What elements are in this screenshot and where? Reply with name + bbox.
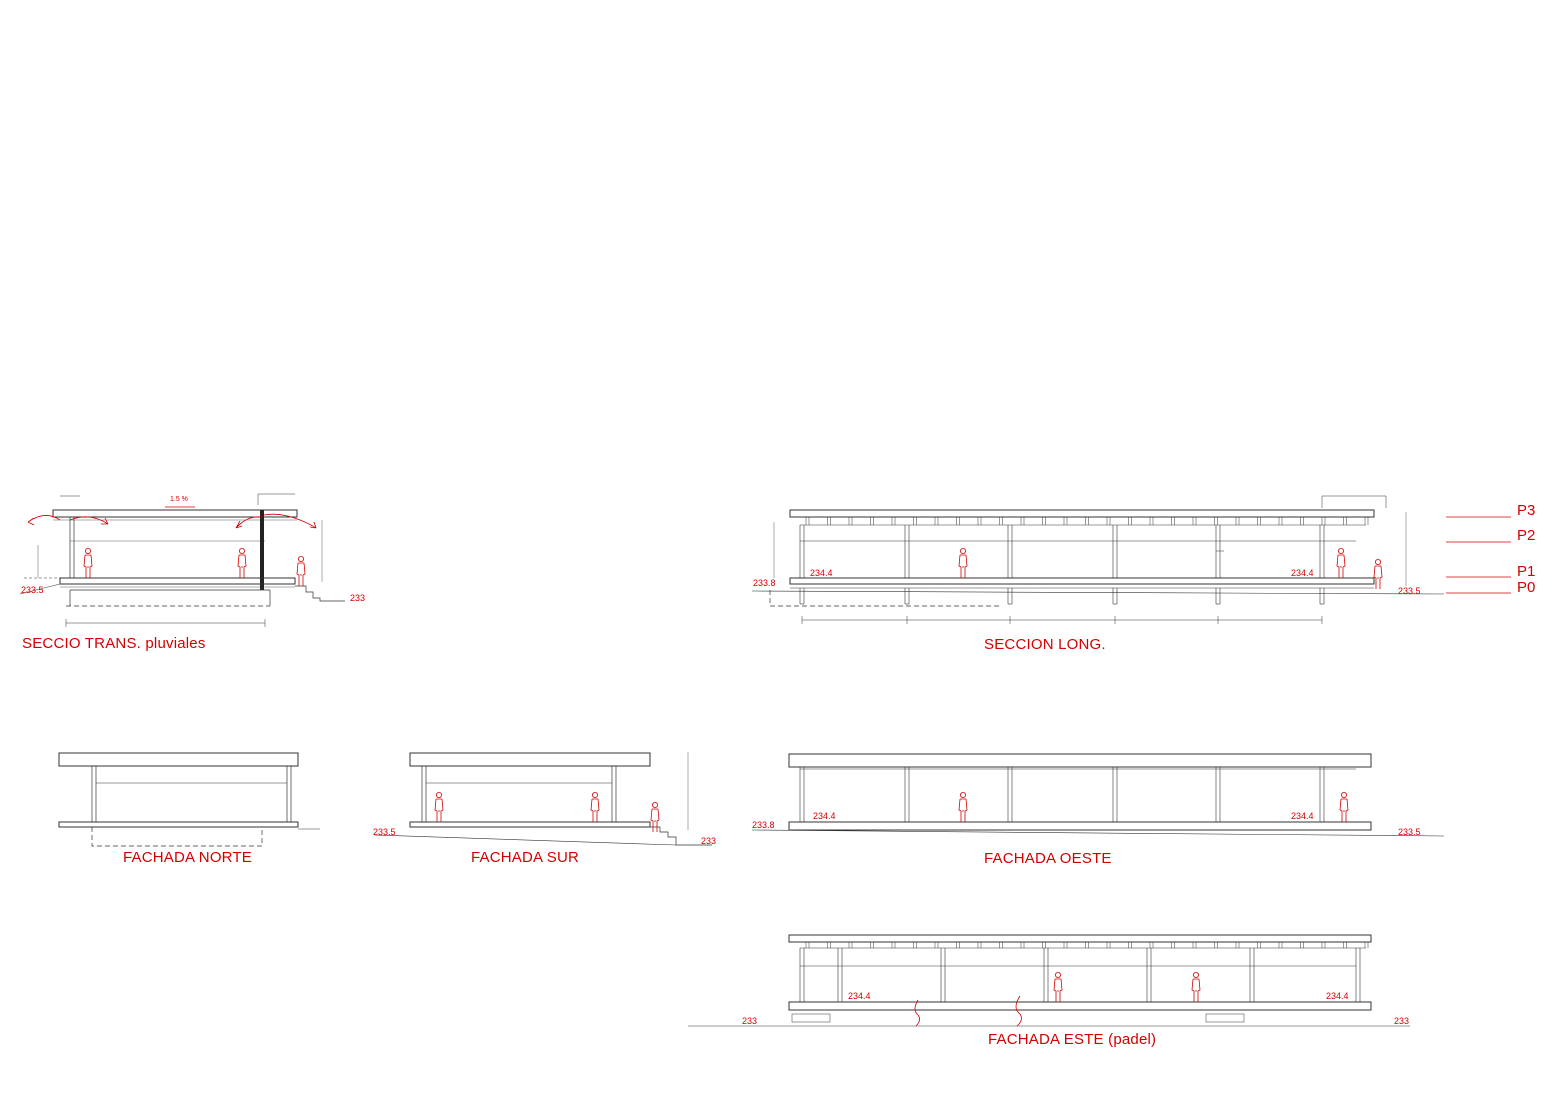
level-label: 233 [742,1016,758,1026]
plane-level-p3: P3 [1517,502,1536,519]
plane-level-p1: P1 [1517,563,1536,580]
level-label: 233.5 [1398,586,1421,596]
level-label: 234.4 [848,991,871,1001]
fachada-sur-drawing [373,752,712,846]
human-figure-icon [237,548,247,579]
fachada-norte-drawing [58,752,320,847]
level-label: 233 [701,836,717,846]
human-figure-icon [434,792,444,823]
fachada-oeste-drawing [751,753,1445,837]
level-label: 233.5 [373,827,396,837]
human-figure-icon [1191,972,1201,1003]
level-label: 233.8 [753,578,776,588]
seccion-long-drawing [751,495,1445,624]
level-label: 234.4 [1291,568,1314,578]
human-figure-icon [958,548,968,579]
human-figure-icon [958,792,968,823]
fachada-este-title: FACHADA ESTE (padel) [988,1031,1157,1048]
seccion-long-title: SECCION LONG. [984,636,1106,653]
plane-level-p2: P2 [1517,527,1536,544]
slope-annotation: 1.5 % [170,496,188,503]
human-figure-icon [1053,972,1063,1003]
level-label: 233.5 [1398,827,1421,837]
level-label: 233.5 [21,585,44,595]
fachada-norte-title: FACHADA NORTE [123,849,253,866]
human-figure-icon [650,802,660,833]
fachada-oeste-title: FACHADA OESTE [984,850,1112,867]
level-label: 233 [350,593,366,603]
human-figure-icon [1339,792,1349,823]
level-label: 234.4 [813,811,836,821]
human-figure-icon [1373,559,1383,590]
fachada-sur-title: FACHADA SUR [471,849,580,866]
level-label: 234.4 [1291,811,1314,821]
seccio-trans-title: SECCIO TRANS. pluviales [22,635,206,652]
level-label: 234.4 [810,568,833,578]
level-label: 233.8 [752,820,775,830]
human-figure-icon [296,556,306,587]
level-label: 234.4 [1326,991,1349,1001]
level-label: 233 [1394,1016,1410,1026]
human-figure-icon [83,548,93,579]
fachada-este-drawing [688,934,1410,1027]
seccio-trans-drawing [19,493,345,627]
human-figure-icon [590,792,600,823]
plane-level-p0: P0 [1517,579,1536,596]
human-figure-icon [1336,548,1346,579]
